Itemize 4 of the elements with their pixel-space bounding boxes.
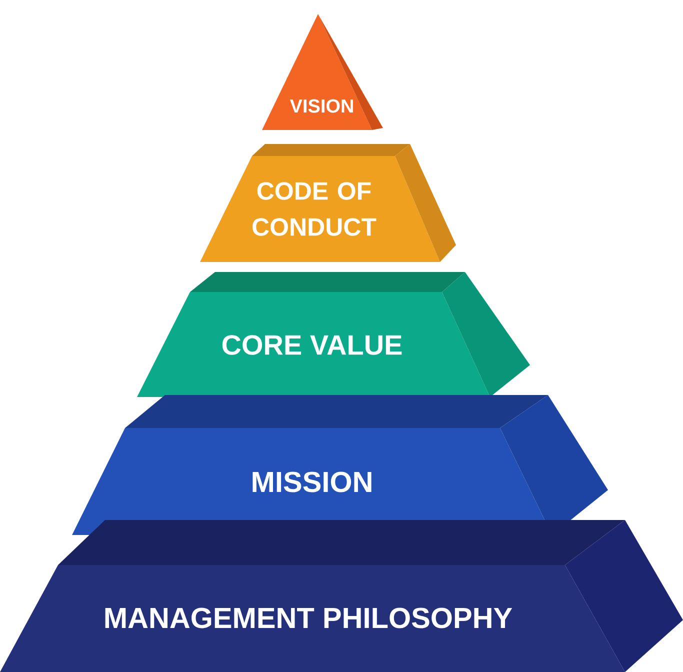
pyramid-layer: VISION (262, 14, 383, 130)
pyramid-layer: CODE OF CONDUCT (200, 144, 456, 262)
pyramid-layer: MANAGEMENT PHILOSOPHY (0, 520, 683, 672)
pyramid-layer: CORE VALUE (137, 272, 530, 397)
